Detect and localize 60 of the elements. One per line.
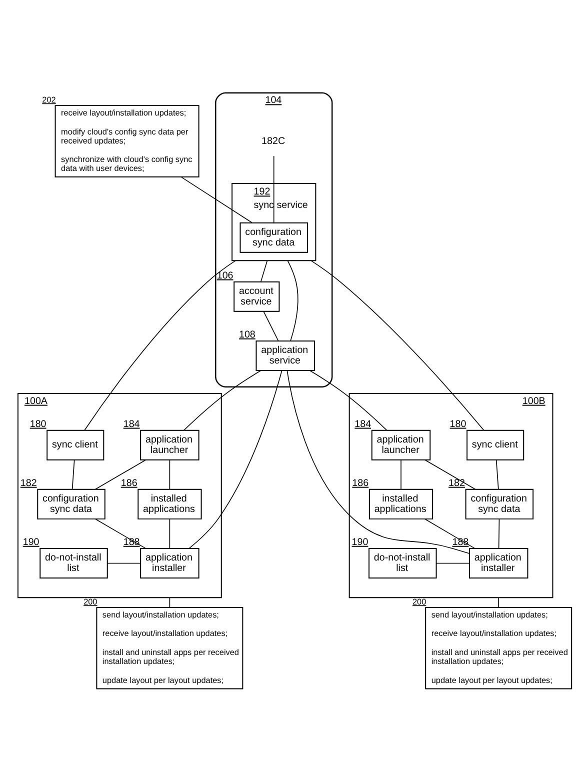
node-box: application installer: [140, 548, 200, 578]
connector: [84, 260, 236, 431]
connector: [287, 260, 298, 342]
connector: [424, 460, 476, 490]
node-label: 200: [412, 597, 426, 606]
connector: [94, 518, 146, 549]
node-label: 192: [254, 186, 270, 198]
node-label: 186: [352, 478, 369, 489]
node-box: installed applications: [138, 488, 202, 520]
node-label: 202: [42, 95, 56, 104]
connector: [400, 460, 402, 490]
node-box: application service: [256, 340, 315, 371]
connector: [496, 460, 499, 490]
connector: [273, 156, 274, 224]
connector: [424, 518, 476, 549]
node-label: 190: [352, 536, 368, 548]
connector: [188, 370, 282, 549]
node-box: do-not-install list: [368, 548, 437, 578]
node-box: installed applications: [368, 488, 434, 520]
node-box: application launcher: [371, 430, 431, 460]
node-box: application launcher: [140, 430, 200, 460]
connector: [95, 460, 146, 490]
node-label: 108: [239, 329, 256, 340]
connector: [498, 597, 500, 608]
connector: [169, 518, 170, 549]
node-label: 180: [450, 418, 466, 430]
node-label: 182: [20, 478, 37, 489]
node-box: send layout/installation updates; receive layout/installation updates; install and uninstall apps per received installation updates; update layout per layout updates;: [96, 607, 244, 690]
node-box: configuration sync data: [37, 488, 106, 520]
node-box: send layout/installation updates; receive layout/installation updates; install and uninstall apps per received installation updates; update layout per layout updates;: [425, 607, 572, 690]
connector: [309, 370, 388, 431]
node-box: sync client: [46, 430, 104, 460]
connector: [169, 460, 170, 490]
node-label: 190: [22, 536, 40, 548]
node-box: sync client: [466, 430, 524, 460]
node-box: application installer: [469, 548, 528, 578]
node-text: 182C: [262, 136, 286, 147]
connector: [169, 597, 170, 608]
node-box: receive layout/installation updates; modify cloud's config sync data per received updates; synchronize with cloud's config sync data with user devices;: [54, 105, 200, 178]
connector: [498, 518, 500, 549]
node-box: configuration sync data: [465, 488, 534, 520]
node-box: do-not-install list: [40, 548, 108, 578]
node-label: 184: [123, 418, 140, 430]
connector: [263, 311, 279, 342]
connector: [286, 370, 470, 554]
connector: [107, 562, 141, 564]
node-label: 200: [84, 597, 98, 606]
node-box: account service: [234, 281, 280, 312]
connector: [260, 260, 268, 282]
node-label: 106: [216, 270, 234, 282]
node-box: configuration sync data: [240, 222, 308, 253]
node-label: 184: [354, 418, 372, 430]
connector: [184, 370, 262, 431]
connector: [436, 562, 470, 564]
node-label: 182: [448, 478, 465, 489]
node-label: 186: [120, 478, 138, 489]
connector: [180, 176, 252, 224]
connector: [310, 260, 484, 431]
node-label: 180: [30, 418, 46, 430]
connector: [72, 460, 75, 490]
